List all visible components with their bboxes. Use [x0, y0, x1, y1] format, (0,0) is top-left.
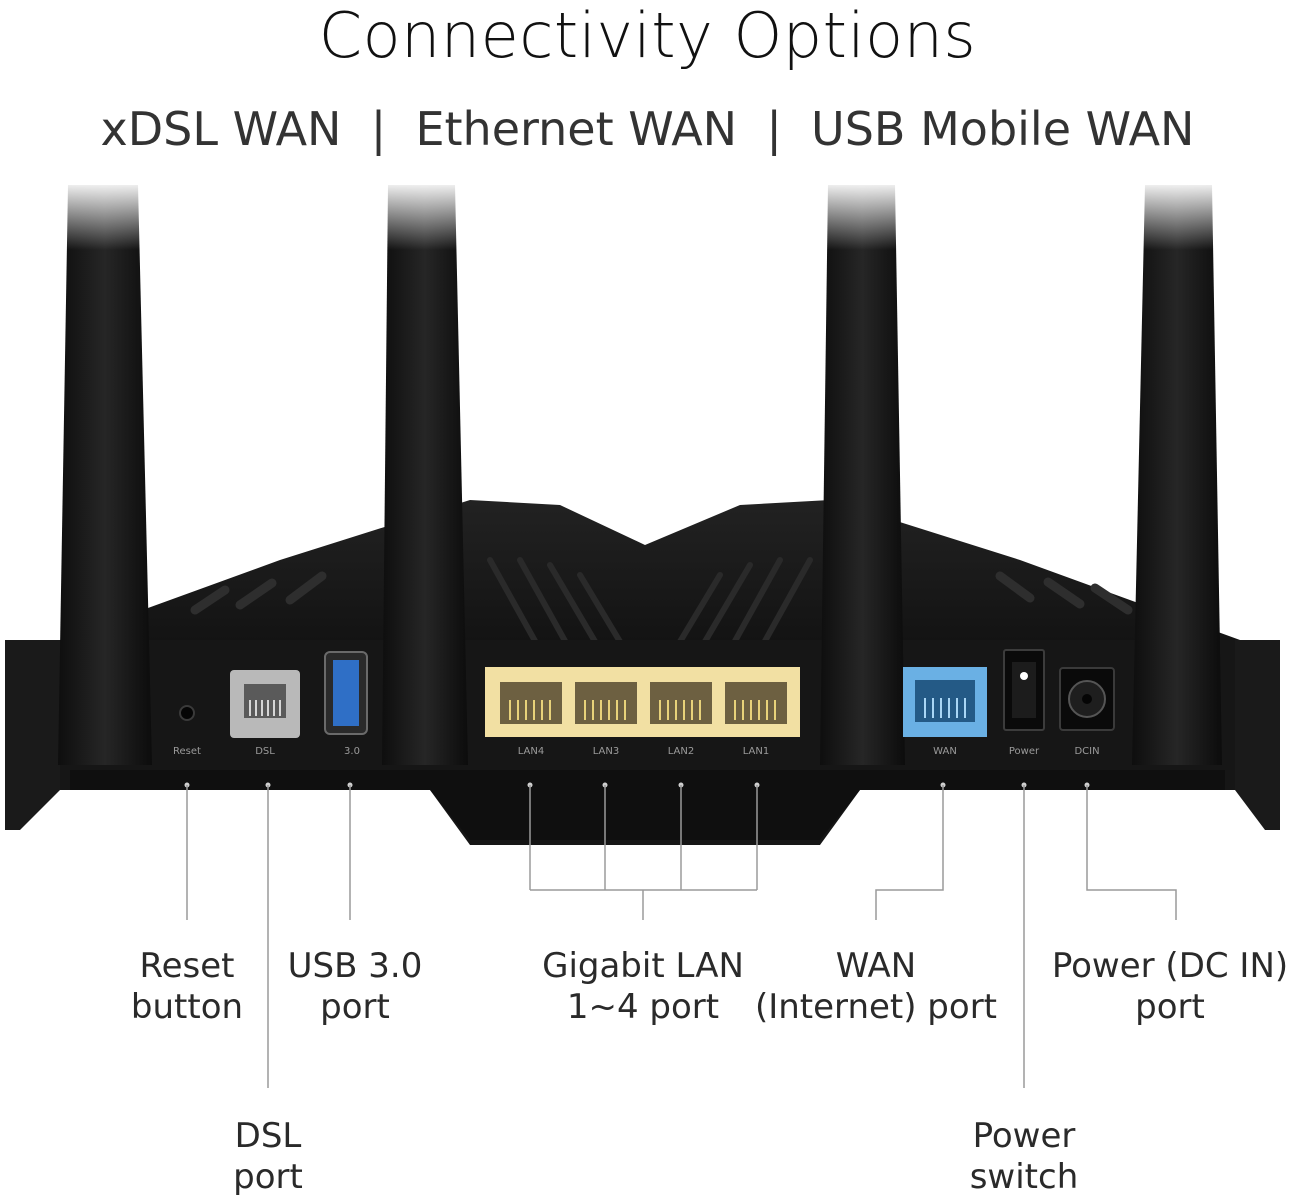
- callout-usb-port-line2: port: [320, 987, 390, 1027]
- lan-port-group: [485, 667, 800, 737]
- callout-lan-ports-line1: Gigabit LAN: [542, 946, 744, 986]
- panel-label-lan1: LAN1: [743, 746, 769, 757]
- panel-label-lan4: LAN4: [518, 746, 544, 757]
- callout-usb-port: USB 3.0 port: [270, 946, 440, 1028]
- lan-port-3[interactable]: [575, 682, 637, 724]
- dsl-port[interactable]: [230, 670, 300, 738]
- lan-port-1[interactable]: [725, 682, 787, 724]
- connectivity-subtitle: xDSL WAN | Ethernet WAN | USB Mobile WAN: [100, 102, 1195, 156]
- page-title: Connectivity Options: [318, 0, 977, 72]
- callout-lan-ports-line2: 1~4 port: [566, 987, 720, 1027]
- callout-usb-port-line1: USB 3.0: [287, 946, 423, 986]
- callout-reset-button: Reset button: [107, 946, 267, 1028]
- callout-power-switch-line1: Power: [972, 1116, 1076, 1156]
- callout-lan-ports: Gigabit LAN 1~4 port: [523, 946, 763, 1028]
- lan-port-4[interactable]: [500, 682, 562, 724]
- callout-dsl-port: DSL port: [198, 1116, 338, 1198]
- antennas: [50, 180, 1250, 765]
- panel-label-reset: Reset: [173, 746, 201, 757]
- power-switch[interactable]: [1003, 649, 1045, 731]
- callout-wan-port: WAN (Internet) port: [746, 946, 1006, 1028]
- callout-reset-button-line1: Reset: [139, 946, 235, 986]
- panel-label-usb: 3.0: [344, 746, 360, 757]
- callout-power-port-line1: Power (DC IN): [1051, 946, 1289, 986]
- wan-port[interactable]: [903, 667, 987, 737]
- callout-wan-port-line1: WAN: [835, 946, 917, 986]
- callout-power-port-line2: port: [1135, 987, 1205, 1027]
- callout-power-switch: Power switch: [944, 1116, 1104, 1198]
- usb-port[interactable]: [324, 651, 368, 735]
- dc-in-jack[interactable]: [1059, 667, 1115, 731]
- panel-label-lan3: LAN3: [593, 746, 619, 757]
- callout-reset-button-line2: button: [130, 987, 244, 1027]
- panel-label-dsl: DSL: [255, 746, 275, 757]
- panel-label-lan2: LAN2: [668, 746, 694, 757]
- callout-dsl-port-line2: port: [233, 1157, 303, 1197]
- panel-label-power: Power: [1009, 746, 1040, 757]
- panel-label-dcin: DCIN: [1074, 746, 1099, 757]
- callout-dsl-port-line1: DSL: [234, 1116, 302, 1156]
- reset-pinhole[interactable]: [179, 705, 195, 721]
- callout-power-switch-line2: switch: [969, 1157, 1079, 1197]
- lan-port-2[interactable]: [650, 682, 712, 724]
- callout-power-port: Power (DC IN) port: [1050, 946, 1290, 1028]
- leader-lines: [184, 782, 1177, 1088]
- panel-label-wan: WAN: [933, 746, 957, 757]
- callout-wan-port-line2: (Internet) port: [754, 987, 998, 1027]
